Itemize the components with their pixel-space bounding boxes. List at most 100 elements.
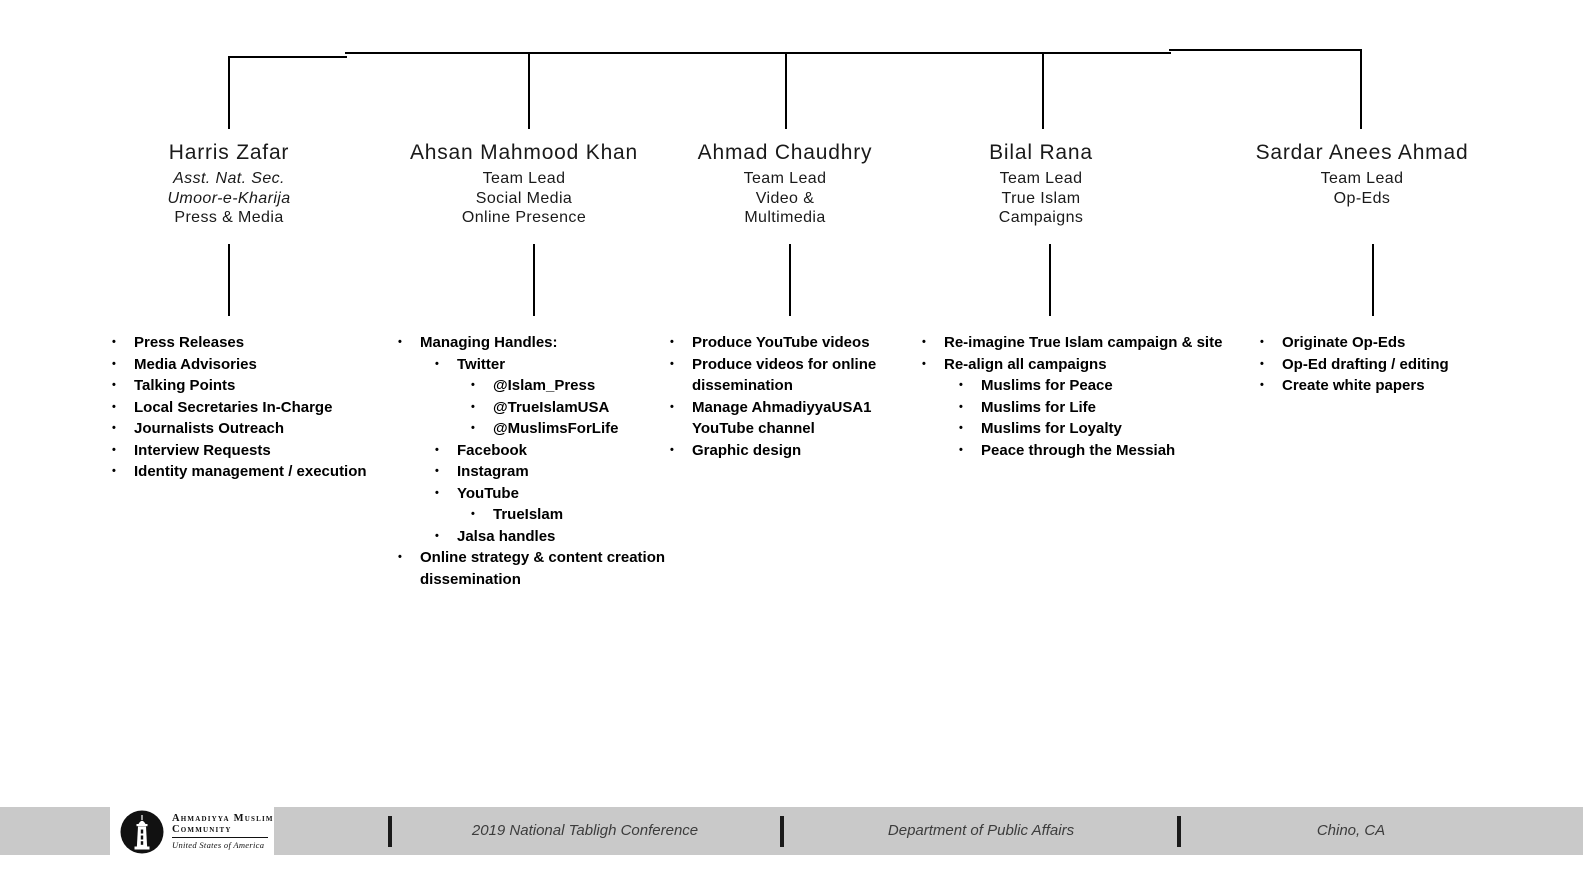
bullet-text: Produce YouTube videos [692,334,870,351]
bullet-text: Jalsa handles [457,527,556,545]
bullet-dot-icon: • [471,400,475,413]
footer-divider [780,816,784,847]
footer-location: Chino, CA [1316,822,1386,839]
bullet-dot-icon: • [112,379,116,391]
bullet-dot-icon: • [112,422,116,434]
bullet-item: • Muslims for Peace [922,375,1262,397]
person-header-ahmad-chaudhry: Ahmad Chaudhry Team Lead Video & Multime… [625,141,945,228]
bullet-dot-icon: • [670,336,674,348]
bullet-item: •@MuslimsForLife [398,418,698,440]
footer-divider [388,816,392,847]
connector-line [1360,49,1362,129]
bullet-item: •Local Secretaries In-Charge [112,397,412,419]
bullet-dot-icon: • [398,551,402,563]
bullet-text: Talking Points [134,377,236,394]
connector-line [1049,244,1051,316]
connector-line [228,56,347,58]
bullet-dot-icon: • [435,465,439,477]
bullet-dot-icon: • [435,357,439,370]
bullet-item: • Create white papers [1260,375,1500,397]
bullet-item: • Twitter [398,354,698,376]
person-title: Team Lead [743,170,827,187]
person-title: Op-Eds [1333,189,1391,207]
person-title: Press & Media [174,209,284,226]
bullet-text: Identity management / execution [134,463,367,480]
bullet-text: Peace through the Messiah [981,441,1176,459]
bullet-text: Op-Ed drafting / editing [1282,355,1449,373]
bullet-dot-icon: • [1260,357,1264,370]
connector-line [1372,244,1374,316]
responsibility-list: • Press Releases •Media Advisories • Talking… [112,332,412,483]
bullet-item: • @TrueIslamUSA [398,397,698,419]
footer-logo-text: Ahmadiyya Muslim Community United States… [172,813,274,850]
bullet-text: Managing Handles: [420,334,558,351]
bullet-item: •Media Advisories [112,354,412,376]
person-name: Sardar Anees Ahmad [1255,141,1469,164]
bullet-text: @TrueIslamUSA [493,398,610,416]
bullet-dot-icon: • [959,379,963,391]
bullet-item: •Muslims for Life [922,397,1262,419]
bullet-dot-icon: • [959,422,963,434]
org-name-line2: Community [172,824,232,835]
connector-line [228,244,230,316]
bullet-text: YouTube [457,484,519,502]
bullet-item: •Peace through the Messiah [922,440,1262,462]
bullet-dot-icon: • [112,400,116,413]
bullet-item: • Produce YouTube videos [670,332,902,354]
bullet-item: •Re-align all campaigns [922,354,1262,376]
bullet-item: •@Islam_Press [398,375,698,397]
connector-line [1042,52,1044,129]
bullet-item: •Produce videos for online dissemination [670,354,902,397]
responsibility-list: • Produce YouTube videos •Produce videos f… [670,332,902,461]
bullet-dot-icon: • [1260,379,1264,391]
bullet-text: Re-imagine True Islam campaign & site [944,334,1223,351]
bullet-dot-icon: • [398,336,402,348]
bullet-item: • Online strategy & content creation diss… [398,547,698,590]
bullet-item: • Manage AhmadiyyaUSA1 YouTube channel [670,397,902,440]
footer-logo: Ahmadiyya Muslim Community United States… [110,804,274,859]
footer-conference: 2019 National Tabligh Conference [471,822,699,839]
bullet-dot-icon: • [670,357,674,370]
person-title: Online Presence [461,209,587,226]
bullet-text: TrueIslam [493,506,564,523]
connector-line [789,244,791,316]
person-title: Team Lead [999,170,1083,187]
bullet-text: Muslims for Peace [981,377,1113,394]
bullet-dot-icon: • [670,400,674,413]
bullet-dot-icon: • [112,336,116,348]
bullet-dot-icon: • [471,422,475,434]
connector-line [1169,49,1362,51]
bullet-text: Press Releases [134,334,245,351]
connector-line [785,52,787,129]
person-name: Bilal Rana [989,141,1093,164]
person-title: True Islam [1001,189,1081,207]
bullet-dot-icon: • [435,443,439,456]
bullet-dot-icon: • [435,529,439,542]
bullet-dot-icon: • [922,357,926,370]
bullet-dot-icon: • [435,486,439,499]
bullet-dot-icon: • [922,336,926,348]
bullet-dot-icon: • [471,379,475,391]
bullet-text: Originate Op-Eds [1282,334,1406,351]
connector-line [345,52,1171,54]
bullet-text: Online strategy & content creation disse… [420,549,666,588]
responsibility-list: • Originate Op-Eds • Op-Ed drafting / editi… [1260,332,1500,397]
bullet-item: • Managing Handles: [398,332,698,354]
bullet-text: Create white papers [1282,377,1425,394]
bullet-text: Muslims for Life [981,398,1097,416]
bullet-dot-icon: • [670,443,674,456]
person-title: Team Lead [1320,170,1404,187]
minaret-icon [120,810,164,853]
bullet-text: Manage AhmadiyyaUSA1 YouTube channel [692,398,872,438]
bullet-dot-icon: • [1260,336,1264,348]
bullet-text: Muslims for Loyalty [981,420,1122,437]
person-header-harris-zafar: Harris Zafar Asst. Nat. Sec. Umoor-e-Kha… [69,141,389,228]
person-header-sardar-anees-ahmad: Sardar Anees Ahmad Team Lead Op-Eds [1202,141,1522,208]
org-name-line1: Ahmadiyya Muslim [172,813,274,824]
bullet-item: • Talking Points [112,375,412,397]
person-title: Asst. Nat. Sec. [173,170,285,187]
bullet-item: • Muslims for Loyalty [922,418,1262,440]
org-tagline: United States of America [172,840,265,850]
person-title: Campaigns [998,209,1084,226]
bullet-text: Twitter [457,355,506,373]
